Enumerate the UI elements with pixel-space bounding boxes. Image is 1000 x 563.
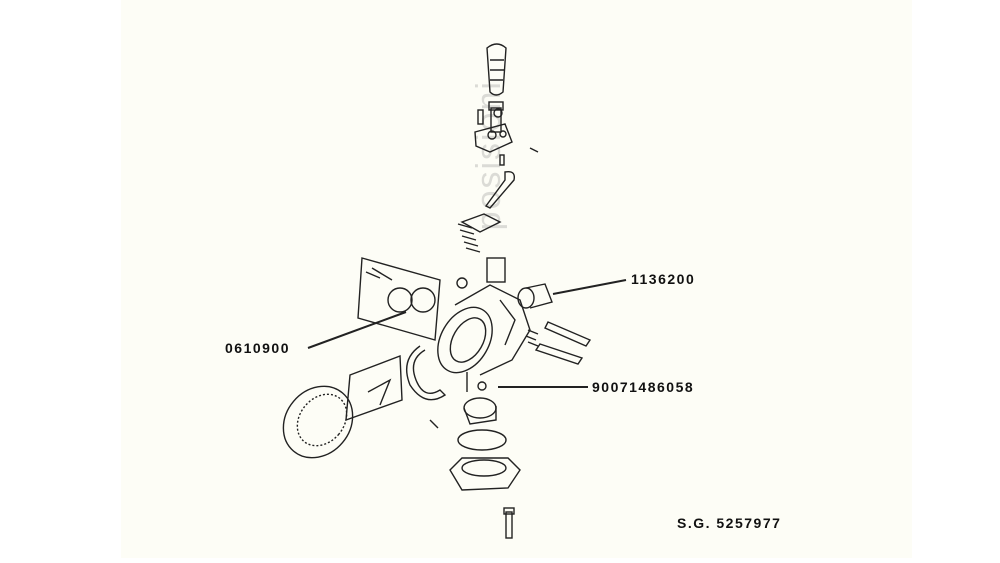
clip-ring [406, 345, 447, 401]
bowl-screw [503, 507, 515, 539]
pin [429, 419, 439, 429]
carburetor-body [437, 284, 531, 376]
float-bowl-gasket [457, 429, 507, 451]
rubber-sleeve [517, 283, 553, 309]
part-label-90071486058: 90071486058 [592, 379, 695, 395]
filter-bracket-plate [357, 257, 441, 341]
choke-lever [484, 154, 515, 209]
leader-line-1136200 [552, 279, 627, 295]
drawing-number: S.G. 5257977 [677, 515, 782, 531]
part-label-0610900: 0610900 [225, 340, 291, 356]
throttle-slide [486, 257, 506, 283]
throttle-cable-cap [486, 43, 507, 96]
part-label-1136200: 1136200 [631, 271, 696, 287]
pin [529, 147, 539, 153]
choke-plate [345, 355, 403, 422]
float-bowl [449, 457, 521, 491]
drawing-sheet [121, 0, 912, 558]
spring [457, 223, 481, 253]
nut [456, 277, 468, 289]
float [463, 397, 497, 425]
top-housing [474, 123, 513, 153]
idle-screws [525, 321, 592, 365]
jet-and-needle [466, 372, 487, 392]
small-screw-and-nut [477, 108, 503, 125]
gasket-plate [460, 213, 502, 233]
air-filter-cover [282, 385, 354, 459]
leader-line-0610900 [307, 311, 407, 349]
